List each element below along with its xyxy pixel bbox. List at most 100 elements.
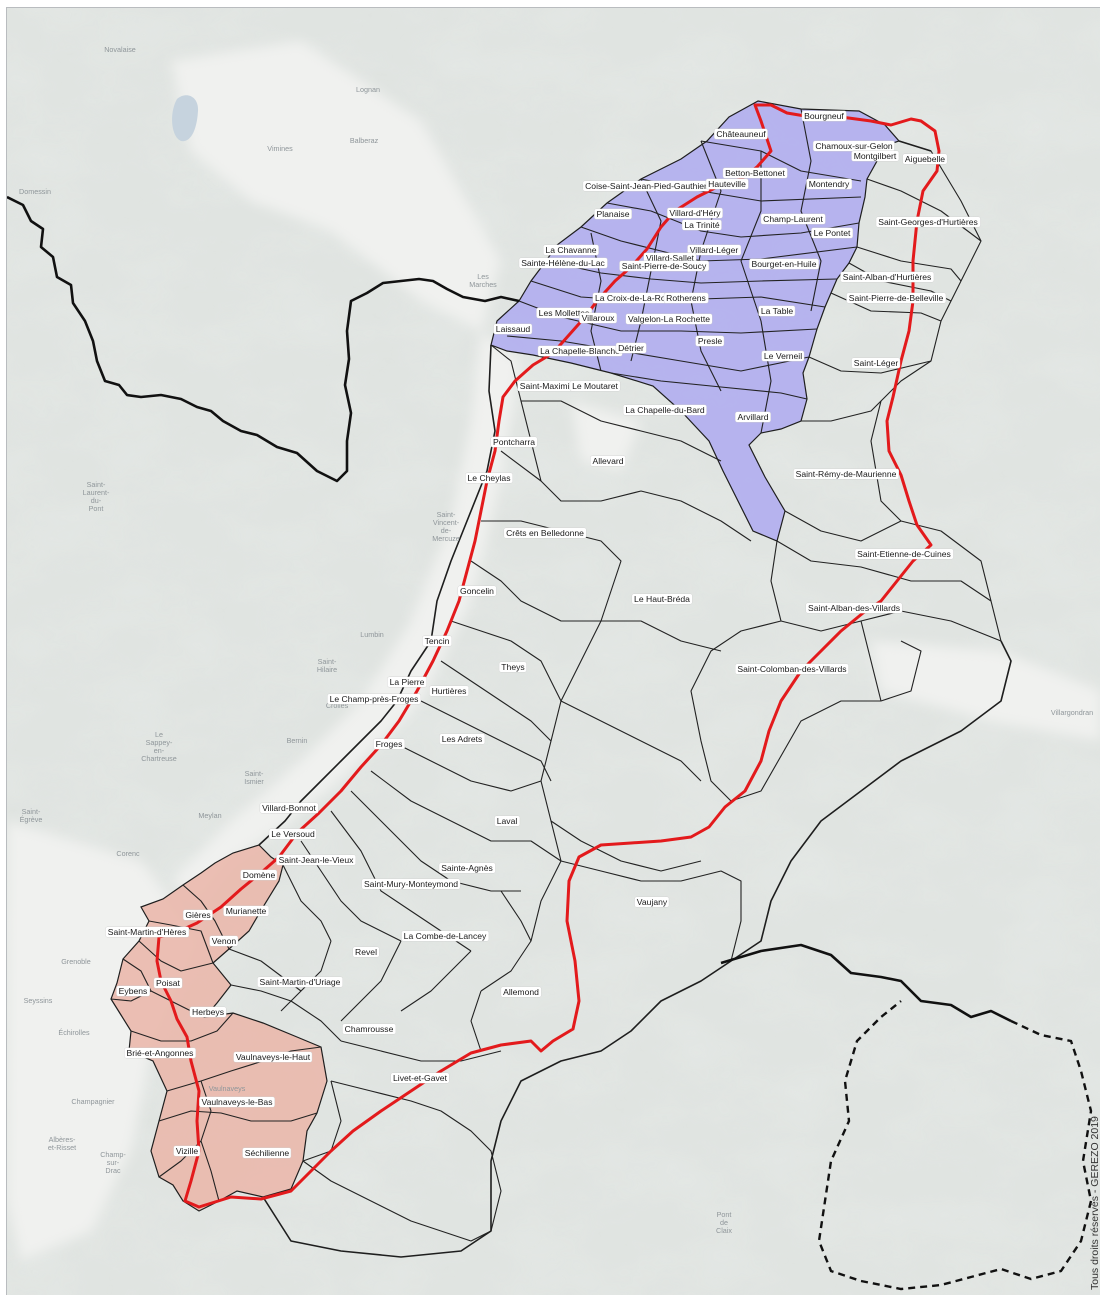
commune-label-les-mollettes[interactable]: Les Mollettes <box>536 308 592 318</box>
commune-label-la-table[interactable]: La Table <box>758 306 796 316</box>
map-canvas[interactable] <box>7 8 1100 1295</box>
commune-label-saint-georges[interactable]: Saint-Georges-d'Hurtières <box>876 217 980 227</box>
commune-label-theys[interactable]: Theys <box>499 662 527 672</box>
commune-label-saint-martin-heres[interactable]: Saint-Martin-d'Hères <box>105 927 189 937</box>
commune-label-la-chavanne[interactable]: La Chavanne <box>543 245 599 255</box>
commune-label-vaulnaveys-bas[interactable]: Vaulnaveys-le-Bas <box>199 1097 275 1107</box>
commune-label-la-trinite[interactable]: La Trinité <box>682 220 722 230</box>
commune-label-saint-martin-uriage[interactable]: Saint-Martin-d'Uriage <box>257 977 343 987</box>
town-label-lognan: Lognan <box>356 85 380 94</box>
commune-label-montgilbert[interactable]: Montgilbert <box>851 151 899 161</box>
commune-label-coise[interactable]: Coise-Saint-Jean-Pied-Gauthier <box>583 181 709 191</box>
study-area-boundary <box>258 344 496 846</box>
commune-label-sainte-agnes[interactable]: Sainte-Agnès <box>439 863 495 873</box>
commune-label-livet-gavet[interactable]: Livet-et-Gavet <box>391 1073 449 1083</box>
commune-label-le-moutaret[interactable]: Le Moutaret <box>570 381 620 391</box>
commune-label-laval[interactable]: Laval <box>494 816 520 826</box>
commune-label-chamrousse[interactable]: Chamrousse <box>342 1024 396 1034</box>
commune-label-villard-hery[interactable]: Villard-d'Héry <box>667 208 723 218</box>
commune-label-sainte-helene[interactable]: Sainte-Hélène-du-Lac <box>519 258 607 268</box>
commune-label-gieres[interactable]: Gières <box>183 910 213 920</box>
commune-label-saint-alban-villards[interactable]: Saint-Alban-des-Villards <box>805 603 903 613</box>
commune-label-murianette[interactable]: Murianette <box>223 906 269 916</box>
commune-label-saint-remy[interactable]: Saint-Rémy-de-Maurienne <box>793 469 899 479</box>
commune-label-poisat[interactable]: Poisat <box>154 978 182 988</box>
commune-label-betton[interactable]: Betton-Bettonet <box>723 168 787 178</box>
commune-label-bourgneuf[interactable]: Bourgneuf <box>802 111 846 121</box>
department-border-east <box>720 943 1012 1023</box>
commune-label-saint-etienne-cuines[interactable]: Saint-Etienne-de-Cuines <box>855 549 953 559</box>
commune-label-valgelon[interactable]: Valgelon-La Rochette <box>625 314 713 324</box>
town-label-pont-le-bourg: Pont de Claix <box>716 1210 732 1235</box>
commune-label-le-cheylas[interactable]: Le Cheylas <box>465 473 513 483</box>
commune-label-brie-angonnes[interactable]: Brié-et-Angonnes <box>124 1048 196 1058</box>
commune-label-le-pontet[interactable]: Le Pontet <box>811 228 853 238</box>
commune-label-revel[interactable]: Revel <box>353 947 379 957</box>
commune-label-goncelin[interactable]: Goncelin <box>458 586 496 596</box>
commune-label-sechilienne[interactable]: Séchilienne <box>242 1148 292 1158</box>
commune-label-champ-pres-froges[interactable]: Le Champ-près-Froges <box>327 694 421 704</box>
commune-label-bourget-huile[interactable]: Bourget-en-Huile <box>749 259 819 269</box>
commune-label-saint-alban-hurtieres[interactable]: Saint-Alban-d'Hurtières <box>840 272 934 282</box>
commune-label-la-croix[interactable]: La Croix-de-La-Rochette <box>592 293 692 303</box>
commune-label-villard-sallet[interactable]: Villard-Sallet <box>643 253 697 263</box>
commune-label-detrier[interactable]: Détrier <box>616 343 646 353</box>
commune-label-le-haut-breda[interactable]: Le Haut-Bréda <box>632 594 692 604</box>
commune-label-vaujany[interactable]: Vaujany <box>634 897 670 907</box>
commune-label-saint-colomban[interactable]: Saint-Colomban-des-Villards <box>735 664 849 674</box>
town-label-bassens: Balberaz <box>349 136 379 145</box>
commune-label-saint-maximin[interactable]: Saint-Maximin <box>517 381 577 391</box>
commune-label-presle[interactable]: Presle <box>695 336 725 346</box>
commune-label-rotherens[interactable]: Rotherens <box>664 293 708 303</box>
commune-label-saint-leger[interactable]: Saint-Léger <box>851 358 901 368</box>
town-label-bernin: Bernin <box>286 736 308 745</box>
town-label-seyssins: Seyssins <box>23 996 53 1005</box>
commune-label-eybens[interactable]: Eybens <box>116 986 150 996</box>
town-label-saint-hilaire: Saint- Hilaire <box>316 657 338 674</box>
commune-label-planaise[interactable]: Planaise <box>594 209 632 219</box>
commune-label-allevard[interactable]: Allevard <box>590 456 626 466</box>
commune-label-vizille[interactable]: Vizille <box>173 1146 201 1156</box>
commune-label-laissaud[interactable]: Laissaud <box>493 324 533 334</box>
commune-label-vaulnaveys-haut[interactable]: Vaulnaveys-le-Haut <box>233 1052 313 1062</box>
commune-label-allemond[interactable]: Allemond <box>501 987 541 997</box>
commune-label-hauteville[interactable]: Hauteville <box>706 179 748 189</box>
commune-label-saint-mury[interactable]: Saint-Mury-Monteymond <box>361 879 461 889</box>
town-label-grenoble: Grenoble <box>61 957 91 966</box>
town-label-saint-laurent: Saint- Laurent- du- Pont <box>82 480 110 513</box>
commune-label-la-chapelle-blanche[interactable]: La Chapelle-Blanche <box>538 346 622 356</box>
commune-label-venon[interactable]: Venon <box>209 936 239 946</box>
commune-label-saint-pierre-soucy[interactable]: Saint-Pierre-de-Soucy <box>619 261 709 271</box>
commune-label-la-pierre[interactable]: La Pierre <box>387 677 427 687</box>
commune-label-champ-laurent[interactable]: Champ-Laurent <box>761 214 825 224</box>
commune-label-le-verneil[interactable]: Le Verneil <box>761 351 805 361</box>
commune-label-cretes[interactable]: Crêts en Belledonne <box>504 528 586 538</box>
town-label-les-marches: Les Marches <box>469 272 497 289</box>
commune-label-chateauneuf[interactable]: Châteauneuf <box>714 129 768 139</box>
town-label-meylan: Meylan <box>198 811 222 820</box>
town-label-champ-drac: Champ- sur- Drac <box>100 1150 126 1175</box>
commune-label-saint-jean-vieux[interactable]: Saint-Jean-le-Vieux <box>276 855 356 865</box>
commune-label-villard-bonnot[interactable]: Villard-Bonnot <box>260 803 318 813</box>
commune-label-la-combe-lancey[interactable]: La Combe-de-Lancey <box>401 931 489 941</box>
town-label-echirolles: Échirolles <box>58 1028 90 1037</box>
commune-label-montendry[interactable]: Montendry <box>806 179 852 189</box>
commune-label-villard-leger[interactable]: Villard-Léger <box>687 245 741 255</box>
town-label-saint-vincent: Saint- Vincent- de- Mercuze <box>432 510 460 543</box>
commune-label-le-versoud[interactable]: Le Versoud <box>269 829 317 839</box>
commune-label-aiguebelle[interactable]: Aiguebelle <box>902 154 948 164</box>
commune-label-froges[interactable]: Froges <box>373 739 405 749</box>
commune-label-domene[interactable]: Domène <box>240 870 278 880</box>
commune-label-hurtieres[interactable]: Hurtières <box>429 686 469 696</box>
study-area-boundary-east <box>262 140 1012 1258</box>
commune-label-villaroux[interactable]: Villaroux <box>579 313 617 323</box>
commune-label-herbeys[interactable]: Herbeys <box>190 1007 226 1017</box>
commune-label-la-chapelle-bard[interactable]: La Chapelle-du-Bard <box>623 405 707 415</box>
commune-label-pontcharra[interactable]: Pontcharra <box>490 437 538 447</box>
commune-label-les-adrets[interactable]: Les Adrets <box>439 734 485 744</box>
commune-label-arvillard[interactable]: Arvillard <box>735 412 771 422</box>
commune-label-chamoux[interactable]: Chamoux-sur-Gelon <box>813 141 895 151</box>
commune-label-tencin[interactable]: Tencin <box>422 636 452 646</box>
commune-label-saint-pierre-belleville[interactable]: Saint-Pierre-de-Belleville <box>846 293 946 303</box>
